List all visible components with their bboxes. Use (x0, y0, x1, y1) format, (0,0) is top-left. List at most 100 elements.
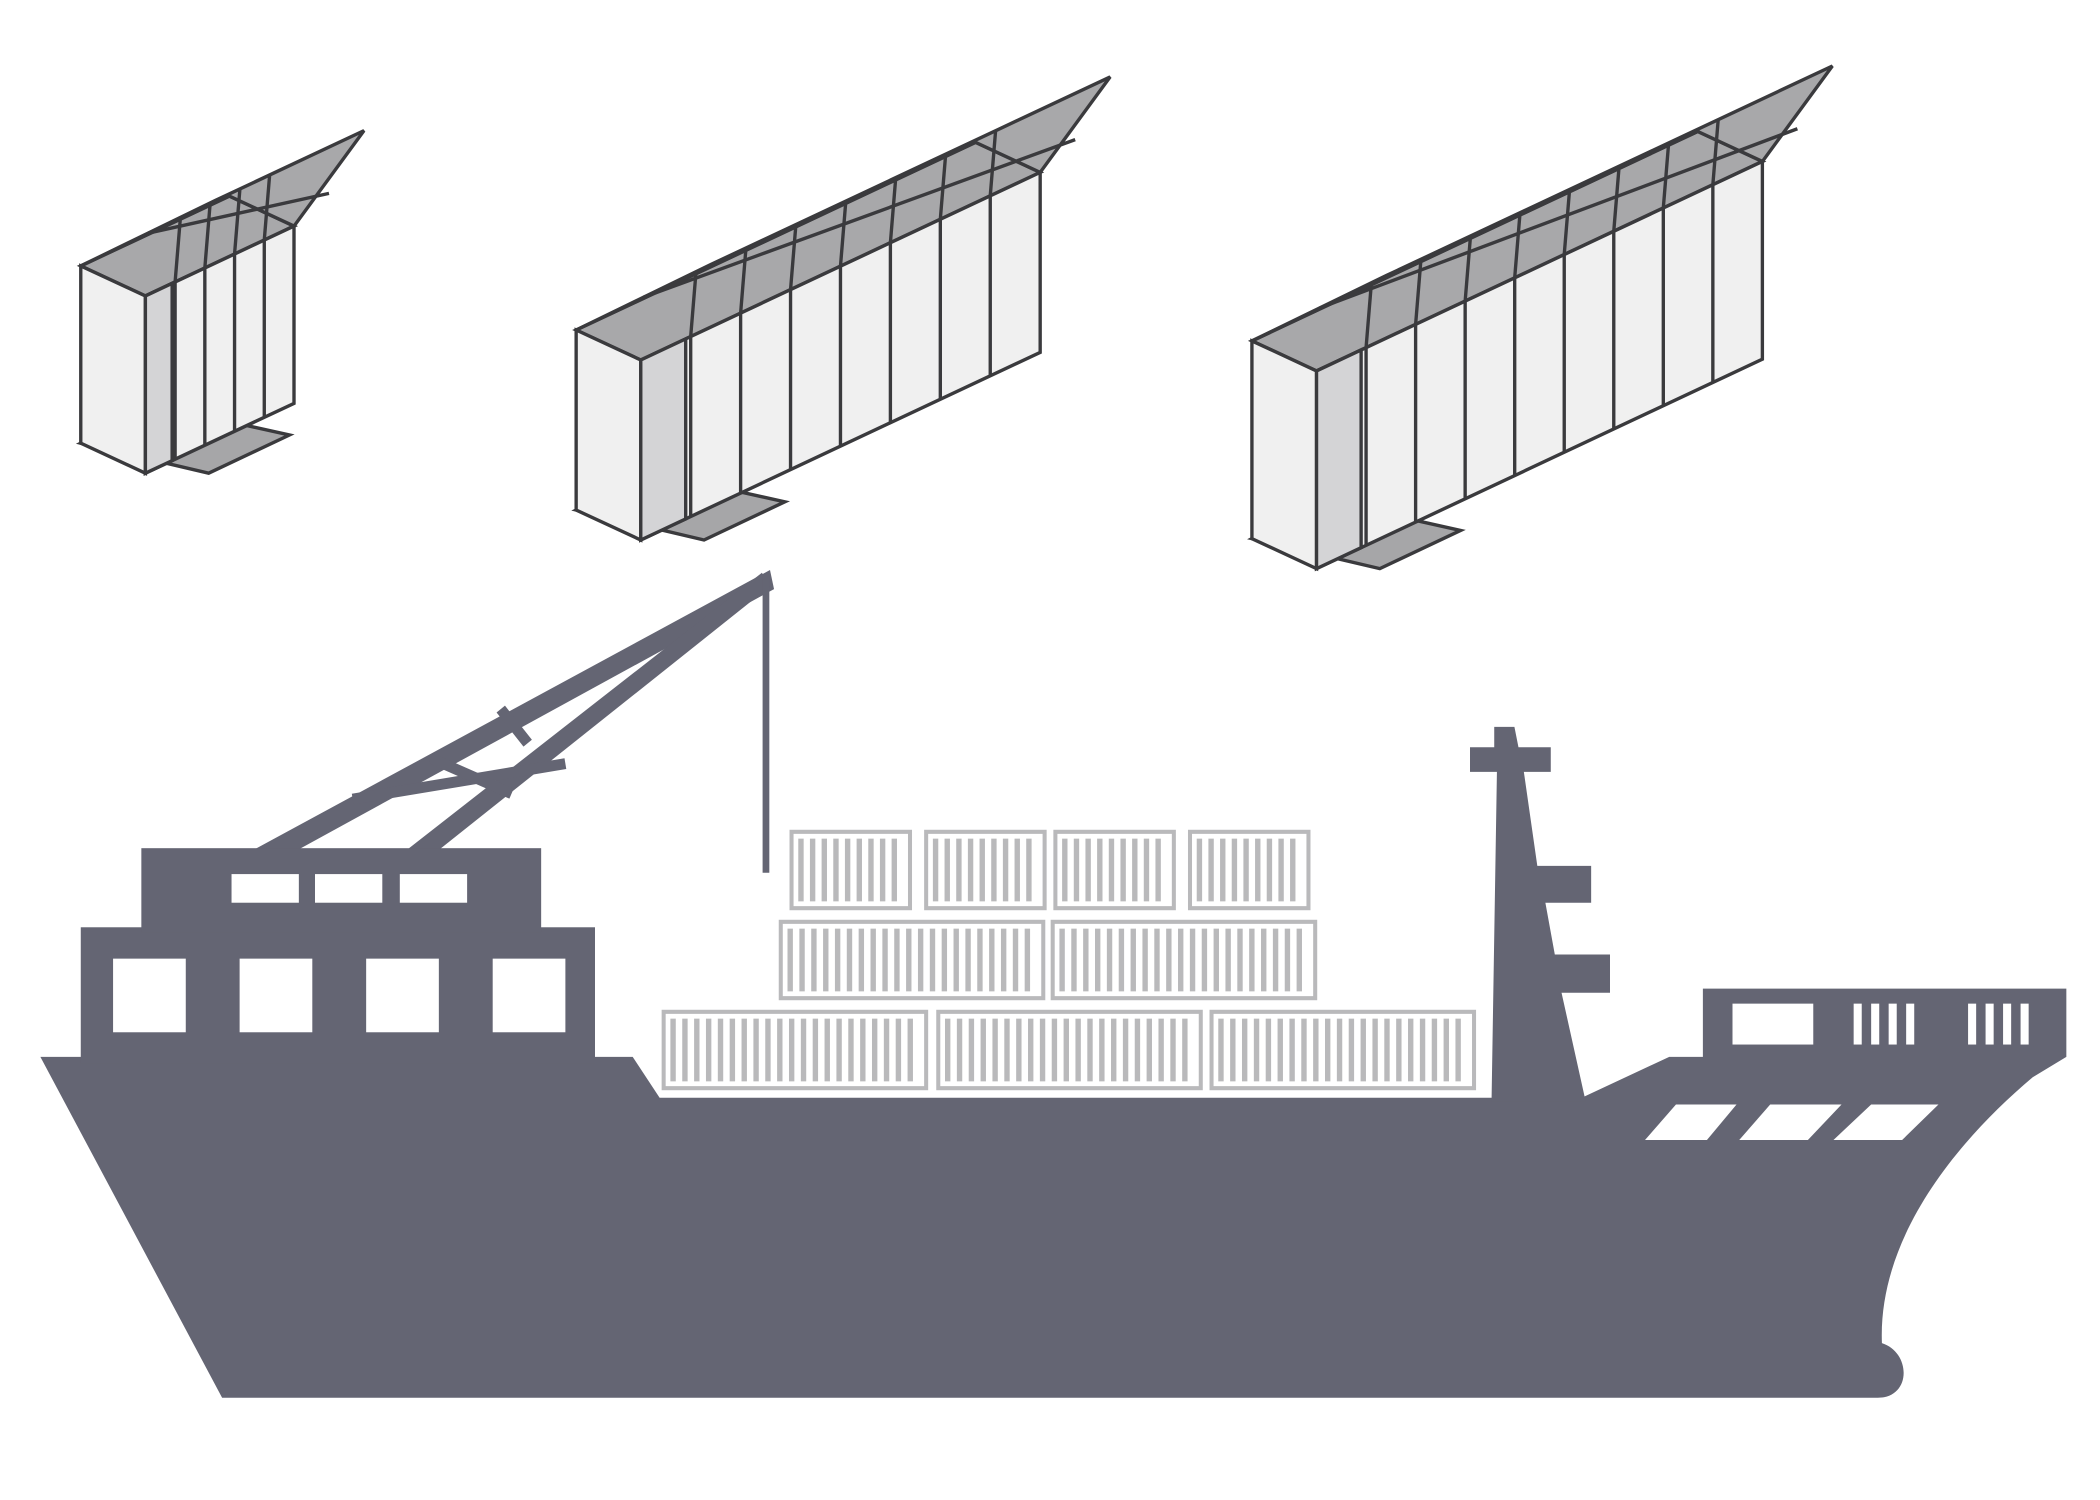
deck-container-rib (1062, 838, 1068, 902)
deck-cargo (661, 829, 1477, 1091)
window (399, 874, 468, 903)
crane-brace-1 (351, 758, 567, 805)
deck-container-rib (1372, 1018, 1378, 1082)
deck-container-rib (682, 1018, 688, 1082)
deck-container-rib (1134, 1018, 1141, 1082)
deck-container-rib (836, 1018, 842, 1082)
deck-container-rib (956, 1018, 963, 1082)
deck-container-rib (846, 928, 853, 992)
deck-container-rib (941, 928, 948, 992)
module-top-divider (788, 224, 798, 290)
deck-container-rib (1284, 928, 1291, 992)
deck-container-rib (1301, 1018, 1307, 1082)
deck-container-rib (1225, 928, 1231, 992)
deck-container-rib (1266, 838, 1273, 902)
deck-container-rib (1360, 1018, 1366, 1082)
deck-container-rib (1142, 928, 1148, 992)
deck-container-rib (809, 838, 816, 902)
deck-container-rib (945, 1018, 951, 1082)
deck-container-rib (1265, 1018, 1272, 1082)
deck-container-rib (1313, 1018, 1319, 1082)
bow-hatch (1645, 1104, 1737, 1140)
deck-container-rib (1296, 928, 1302, 992)
module-end (574, 327, 643, 543)
deck-container-rib (1196, 838, 1203, 902)
deck-container-rib (729, 1018, 736, 1082)
deck-container-rib (1170, 1018, 1176, 1082)
module-top-divider (689, 270, 698, 337)
deck-container-rib (753, 1018, 759, 1082)
module-top-midline (1318, 127, 1798, 310)
deck-container-rib (833, 838, 839, 902)
deck-container-rib (800, 1018, 807, 1082)
deck-container-rib (1083, 928, 1089, 992)
deck-container-rib (1051, 1018, 1058, 1082)
deck-container-rib (1097, 838, 1103, 902)
deck-container-rib (1132, 838, 1138, 902)
deck-container-rib (1146, 1018, 1152, 1082)
deck-container-rib (741, 1018, 747, 1082)
deck-container-rib (1130, 928, 1136, 992)
crane-icon (249, 570, 775, 873)
deck-container-rib (1073, 838, 1080, 902)
deck-container-rib (1255, 838, 1261, 902)
deck-container-rib (1120, 838, 1126, 902)
bow-slats (1853, 1003, 2029, 1045)
deck-container-rib (1290, 838, 1296, 902)
deck-container-rib (860, 1018, 866, 1082)
module-top-divider (888, 177, 898, 243)
container-module-large-icon (1247, 64, 1834, 572)
deck-container-rib (944, 838, 950, 902)
deck-container-rib (1154, 928, 1160, 992)
deck-container-rib (907, 1018, 913, 1082)
deck-container-rib (1408, 1018, 1414, 1082)
deck-container-rib (1143, 838, 1150, 902)
deck-container (924, 829, 1047, 911)
deck-container-rib (1289, 1018, 1295, 1082)
deck-container-rib (787, 928, 793, 992)
deck-container-rib (1278, 838, 1284, 902)
deck-container-rib (1431, 1018, 1438, 1082)
deck-container-rib (1419, 1018, 1426, 1082)
deck-container (1053, 829, 1176, 911)
deck-container-rib (1106, 928, 1113, 992)
deck-container-rib (1189, 928, 1196, 992)
deck-container-rib (967, 838, 974, 902)
deck-container-rib (1024, 928, 1031, 992)
deck-container-rib (906, 928, 912, 992)
deck-container-rib (844, 838, 851, 902)
module-recess (639, 336, 688, 543)
deck-container-rib (891, 838, 897, 902)
deck-container-rib (1218, 1018, 1224, 1082)
deck-container-rib (856, 838, 862, 902)
bow-slat (1968, 1003, 1977, 1045)
deck-container (778, 919, 1046, 1001)
deck-container-rib (968, 1018, 975, 1082)
bow-slat (2020, 1003, 2029, 1045)
deck-container-rib (1182, 1018, 1188, 1082)
container-module-medium-icon (571, 75, 1112, 543)
deck-container (1187, 829, 1311, 911)
deck-container-rib (1118, 928, 1125, 992)
deck-container-rib (870, 928, 876, 992)
window (113, 958, 186, 1033)
module-top-divider (1562, 188, 1572, 255)
deck-container-rib (1178, 928, 1184, 992)
deck-container-rib (1443, 1018, 1449, 1082)
window (231, 874, 299, 903)
deck-container-rib (1122, 1018, 1129, 1082)
deck-container-rib (1155, 838, 1161, 902)
deck-container-rib (1016, 1018, 1022, 1082)
module-recess (1314, 347, 1363, 572)
deck-container-rib (858, 928, 865, 992)
deck-container-rib (917, 928, 924, 992)
ship-windows (113, 874, 2029, 1140)
window (239, 958, 313, 1033)
deck-container-rib (1099, 1018, 1105, 1082)
deck-container-rib (1059, 928, 1065, 992)
deck-container-rib (824, 1018, 830, 1082)
deck-container-rib (894, 928, 900, 992)
deck-container-rib (1085, 838, 1091, 902)
bow-hatch (1739, 1104, 1842, 1140)
